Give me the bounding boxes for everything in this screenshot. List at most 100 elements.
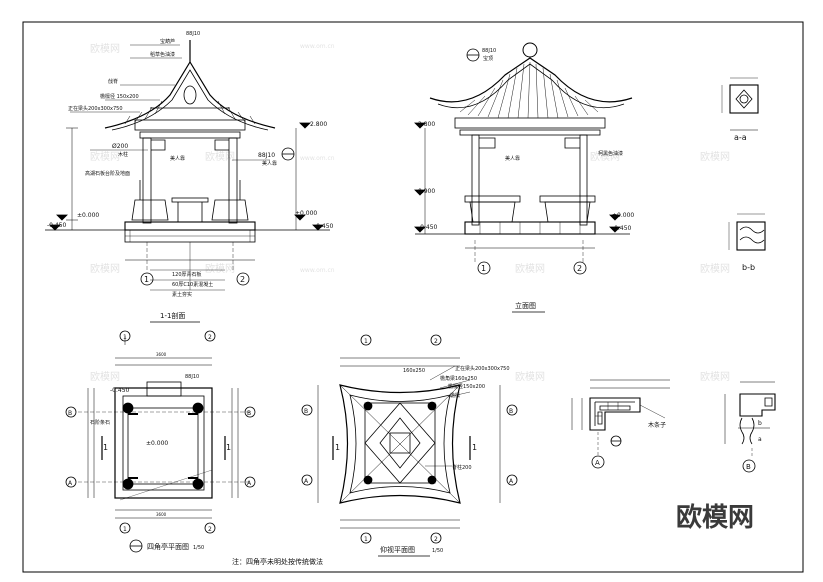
label-beam: 正在梁头200x300x750 xyxy=(68,105,123,112)
title-section: 1-1剖面 xyxy=(160,311,185,320)
section-drawing xyxy=(45,40,330,291)
ceil-axis-2-b: 2 xyxy=(434,536,438,543)
plan-step: 石阶条石 xyxy=(90,419,110,426)
ceiling-text: 160x250 正在梁头200x300x750 檐角梁160x250 檐檩径15… xyxy=(304,338,514,554)
detail-B-text: b a B xyxy=(746,420,762,471)
ceil-cut-1l: 1 xyxy=(335,443,340,452)
plan-axis-1-b: 1 xyxy=(123,526,127,533)
wm-url-2: www.om.cn xyxy=(300,155,335,162)
elev-0900: 0.900 xyxy=(418,188,435,195)
ceil-axis-2-t: 2 xyxy=(434,338,438,345)
label-baozhu: 宝葫芦 xyxy=(160,38,175,45)
ceil-axis-1-b: 1 xyxy=(364,536,368,543)
axis-1-sec: 1 xyxy=(144,275,149,284)
wm-8: 欧模网 xyxy=(700,151,730,163)
elev-2800-c: 2.800 xyxy=(418,121,435,128)
elev-paint: 柯黑色油漆 xyxy=(598,150,623,157)
watermark-pattern: 欧模网 欧模网 欧模网 欧模网 欧模网 欧模网 欧模网 欧模网 欧模网 欧模网 … xyxy=(90,43,730,383)
ceil-axis-A-r: A xyxy=(509,478,514,485)
elevation-text: 88J10 宝顶 柯黑色油漆 美人靠 2.800 0.900 ±0.000 -0… xyxy=(418,48,634,310)
label-col: Ø200 xyxy=(112,143,128,150)
axis-2-sec: 2 xyxy=(240,275,245,284)
label-bb: b-b xyxy=(742,263,755,272)
plan-axis-B-l: B xyxy=(68,410,72,417)
wm-9: 欧模网 xyxy=(700,263,730,275)
label-ref2-sub: 美人靠 xyxy=(262,160,277,167)
plan-axis-B-r: B xyxy=(247,410,251,417)
axis-2-elev: 2 xyxy=(577,264,582,273)
plan-axis-1-t: 1 xyxy=(123,334,127,341)
elev-0450-b: -0.450 xyxy=(47,222,67,229)
title-ceiling: 仰视平面图 xyxy=(380,545,415,554)
ceil-l1: 160x250 xyxy=(403,368,425,374)
detailA-wood: 木条子 xyxy=(648,421,666,429)
detail-A-text: 木条子 A xyxy=(595,421,666,467)
ceil-l4: 檐檩 xyxy=(450,392,460,399)
plan-center: ±0.000 xyxy=(146,440,168,447)
plan-dim-3600: 3600 xyxy=(156,352,167,357)
ceil-l2: 正在梁头200x300x750 xyxy=(455,365,510,372)
elevation-drawing xyxy=(414,42,633,275)
ceil-cut-1r: 1 xyxy=(472,443,477,452)
plan-elev: -0.450 xyxy=(110,387,130,394)
plan-cut-1r: 1 xyxy=(226,443,231,452)
wm-2: 欧模网 xyxy=(90,151,120,163)
detailB-a: a xyxy=(758,436,762,443)
title-elevation: 立面图 xyxy=(515,301,536,310)
ceil-axis-A-l: A xyxy=(304,478,309,485)
wm-url-3: www.om.cn xyxy=(300,267,335,274)
plan-axis-2-b: 2 xyxy=(208,526,212,533)
scale-plan: 1/50 xyxy=(193,545,204,551)
wm-5: 欧模网 xyxy=(205,263,235,275)
ceiling-drawing xyxy=(301,334,518,544)
elev-0000-c: ±0.000 xyxy=(612,212,634,219)
ceil-l5: 檐檩径150x200 xyxy=(448,383,485,390)
ceil-axis-B-l: B xyxy=(304,408,308,415)
plan-axis-2-t: 2 xyxy=(208,334,212,341)
label-floor1: 120厚青石板 xyxy=(172,271,202,278)
elev-0450-c: -0.450 xyxy=(418,224,438,231)
label-ref: 88J10 xyxy=(186,31,200,37)
wm-6: 欧模网 xyxy=(590,151,620,163)
label-aa: a-a xyxy=(734,133,747,142)
elev-roof: 宝顶 xyxy=(483,55,493,62)
plan-ref: 88J10 xyxy=(185,374,199,380)
label-bench: 美人靠 xyxy=(170,155,185,162)
watermark-logo: 欧模网 xyxy=(676,502,754,533)
detail-bb xyxy=(728,213,766,251)
plan-axis-A-l: A xyxy=(68,480,73,487)
elev-0000-a: ±0.000 xyxy=(295,210,317,217)
detail-A xyxy=(571,379,670,469)
ceil-l3: 檐角梁160x250 xyxy=(440,375,477,382)
wm-12: 欧模网 xyxy=(90,371,120,383)
label-ridge: 戗脊 xyxy=(108,78,118,85)
plan-axis-A-r: A xyxy=(247,480,252,487)
elev-0000-b: ±0.000 xyxy=(77,212,99,219)
ceil-l6: 脊柱200 xyxy=(452,464,472,471)
detail-aa xyxy=(721,77,759,131)
section-text: 宝葫芦 88J10 稻草色油漆 戗脊 檐檩径 150x200 正在梁头200x3… xyxy=(47,31,334,320)
label-ref2: 88J10 xyxy=(258,152,275,159)
ceil-axis-B-r: B xyxy=(509,408,513,415)
axis-1-elev: 1 xyxy=(481,264,486,273)
wm-7: 欧模网 xyxy=(515,263,545,275)
wm-10: 欧模网 xyxy=(515,371,545,383)
plan-drawing xyxy=(65,330,256,553)
elev-bench: 美人靠 xyxy=(505,155,520,162)
elev-0450-d: -0.450 xyxy=(612,225,632,232)
sheet-border xyxy=(22,21,804,573)
elev-0450-a: -0.450 xyxy=(314,223,334,230)
wm-3: 欧模网 xyxy=(90,263,120,275)
ceil-axis-1-t: 1 xyxy=(364,338,368,345)
label-floor3: 素土夯实 xyxy=(172,291,192,298)
label-floor2: 60厚C10素混凝土 xyxy=(172,281,213,288)
label-roof: 稻草色油漆 xyxy=(150,51,175,58)
title-plan: 四角亭平面图 xyxy=(147,542,189,551)
wm-url-1: www.om.cn xyxy=(300,43,335,50)
plan-cut-1l: 1 xyxy=(103,443,108,452)
wm-1: 欧模网 xyxy=(90,43,120,55)
label-fascia: 檐檩径 150x200 xyxy=(100,93,139,100)
detailB-axis: B xyxy=(746,463,751,471)
detailA-axis: A xyxy=(595,459,600,467)
